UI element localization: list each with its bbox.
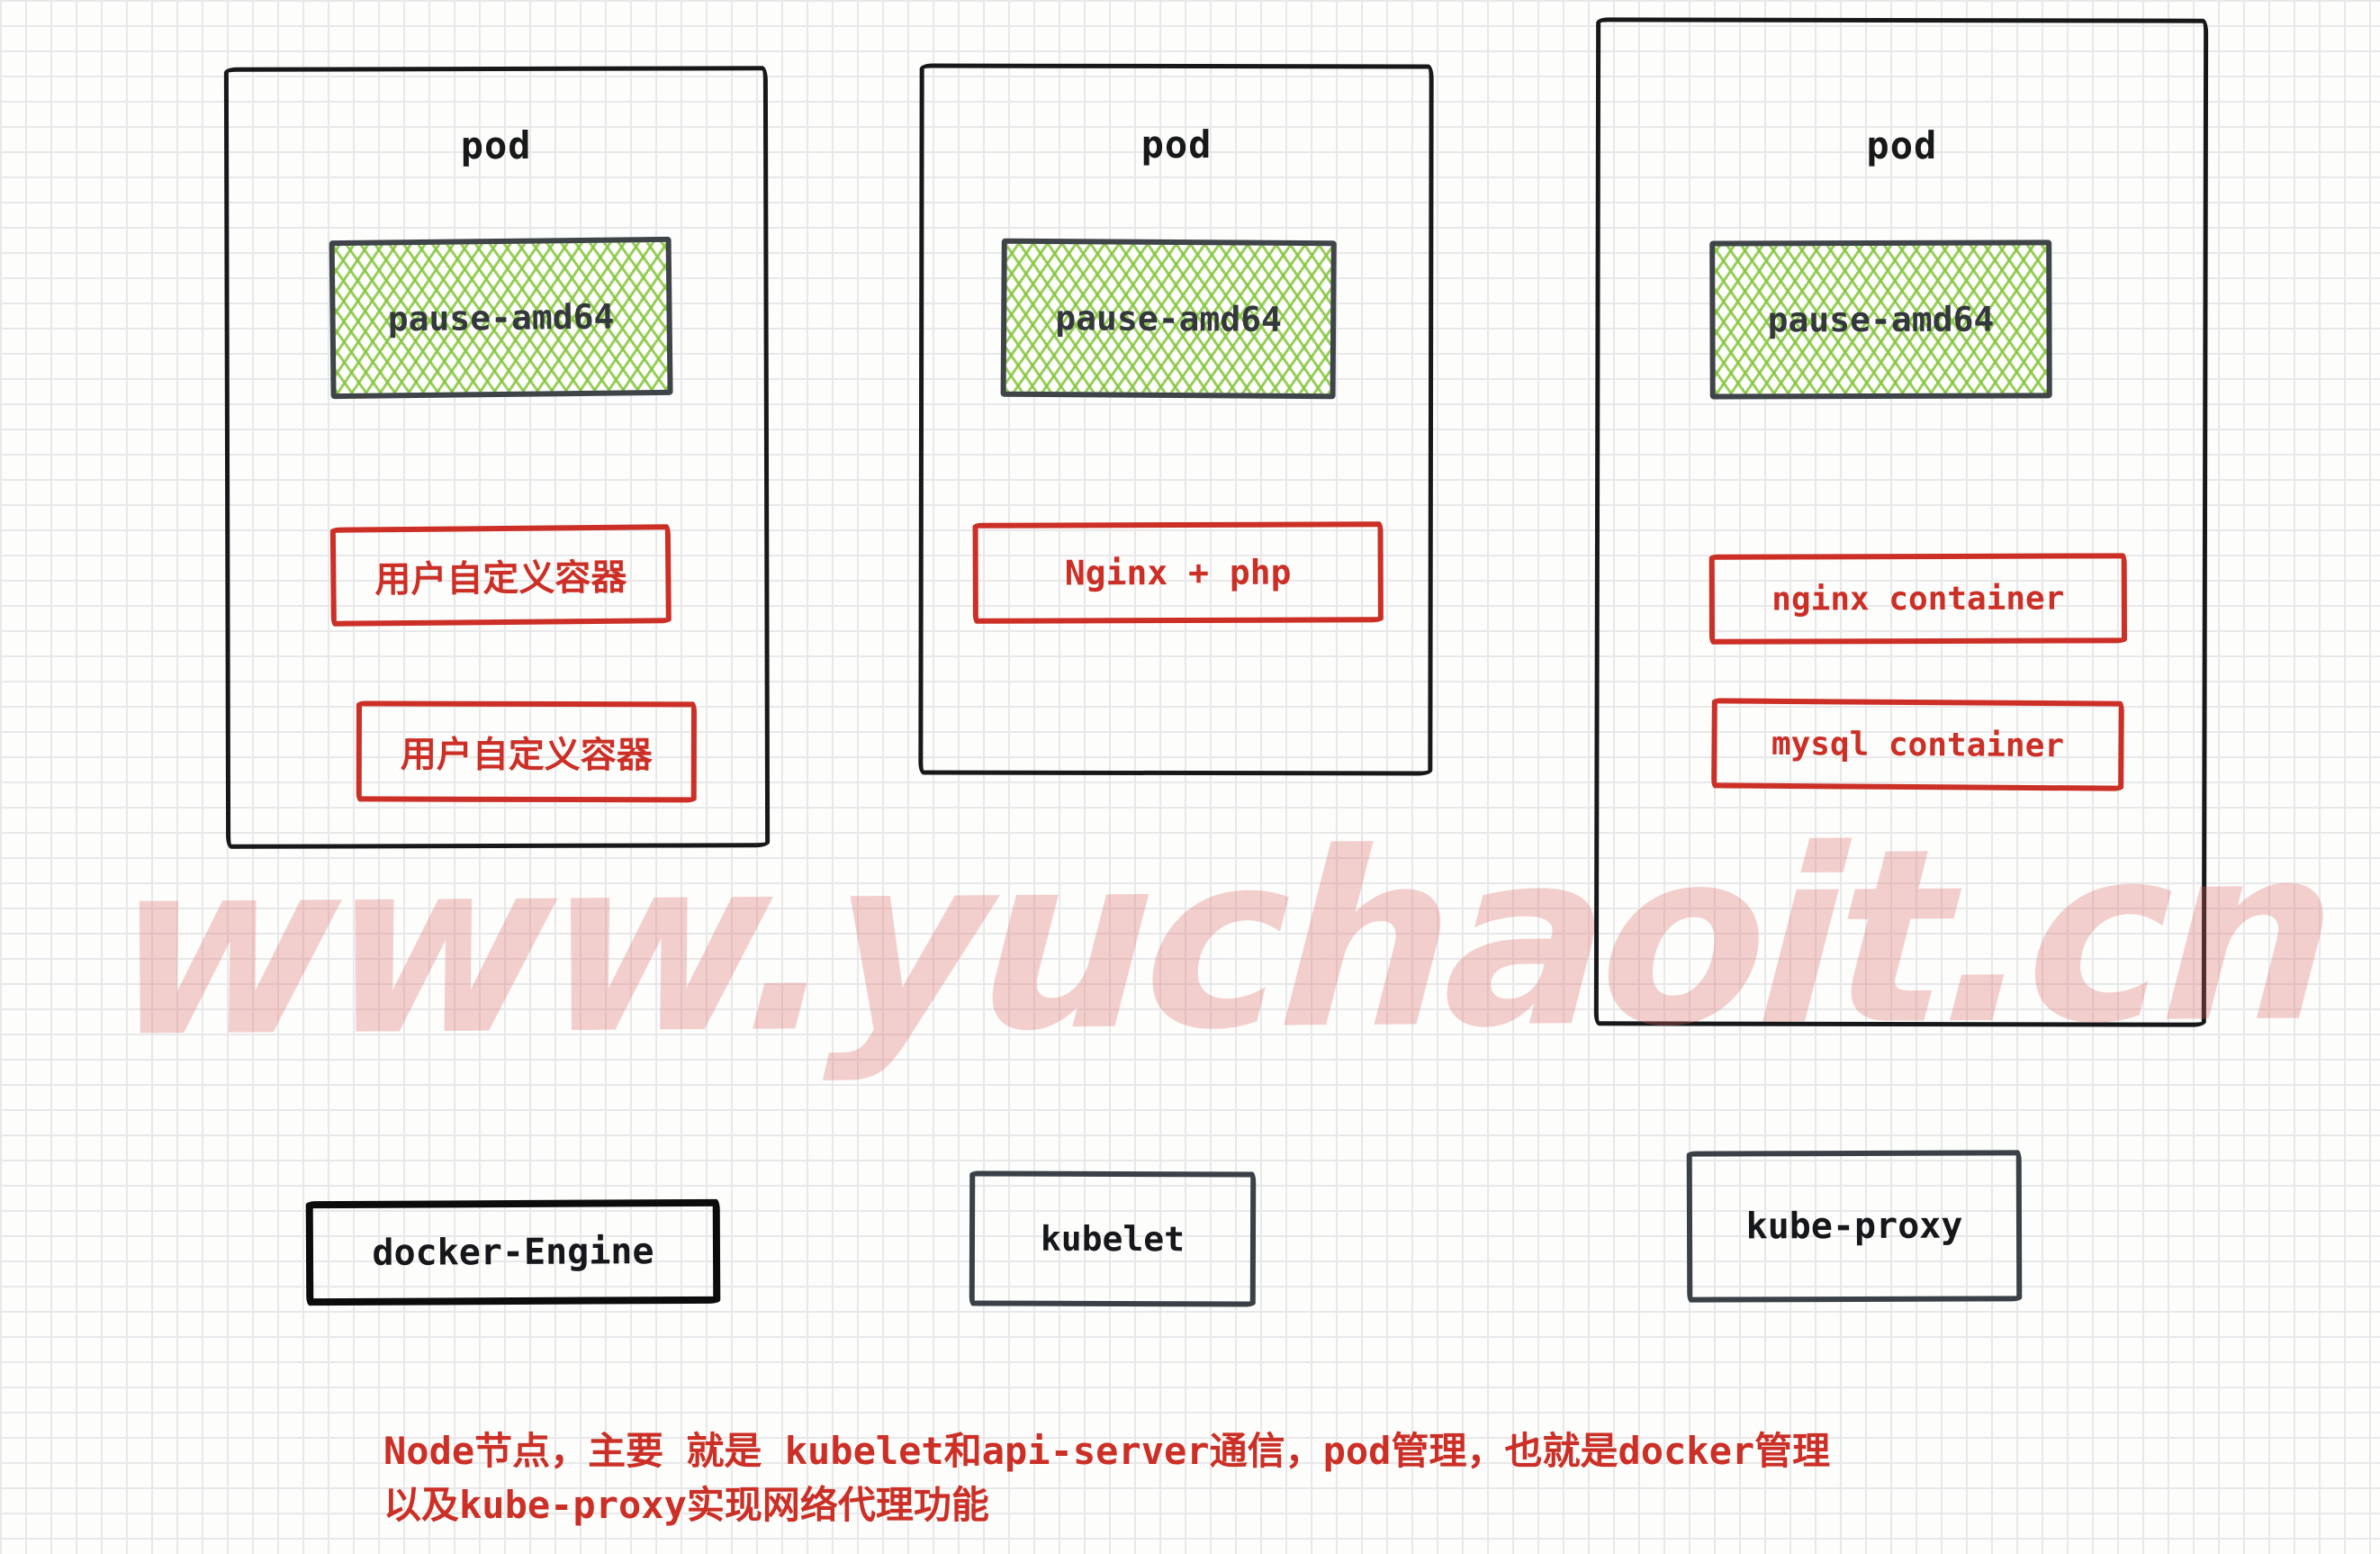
pod-box-3: pod pause-amd64 nginx container mysql co… (1593, 17, 2209, 1027)
pod-2-nginx-php-container-box: Nginx + php (972, 521, 1384, 624)
pod-1-pause-container-box: pause-amd64 (329, 236, 673, 400)
node-annotation-line-2: 以及kube-proxy实现网络代理功能 (383, 1482, 989, 1527)
pod-box-2: pod pause-amd64 Nginx + php (918, 63, 1434, 776)
pod-2-pause-container-box: pause-amd64 (1000, 238, 1337, 400)
pod-3-title: pod (1866, 122, 1938, 168)
pod-2-title: pod (1140, 122, 1213, 167)
kubelet-box: kubelet (969, 1170, 1257, 1307)
pod-3-mysql-container-box: mysql container (1711, 698, 2124, 791)
node-annotation: Node节点，主要 就是 kubelet和api-server通信，pod管理，… (383, 1424, 1830, 1531)
kube-proxy-box: kube-proxy (1686, 1150, 2023, 1303)
pod-1-user-container-box-2: 用户自定义容器 (356, 700, 698, 803)
node-annotation-line-1: Node节点，主要 就是 kubelet和api-server通信，pod管理，… (383, 1429, 1831, 1473)
pod-3-pause-container-box: pause-amd64 (1709, 239, 2052, 400)
docker-engine-box: docker-Engine (305, 1198, 721, 1306)
pod-box-1: pod pause-amd64 用户自定义容器 用户自定义容器 (223, 66, 771, 849)
pod-1-title: pod (460, 122, 532, 168)
pod-1-user-container-box-1: 用户自定义容器 (329, 524, 672, 627)
pod-3-nginx-container-box: nginx container (1708, 553, 2127, 645)
